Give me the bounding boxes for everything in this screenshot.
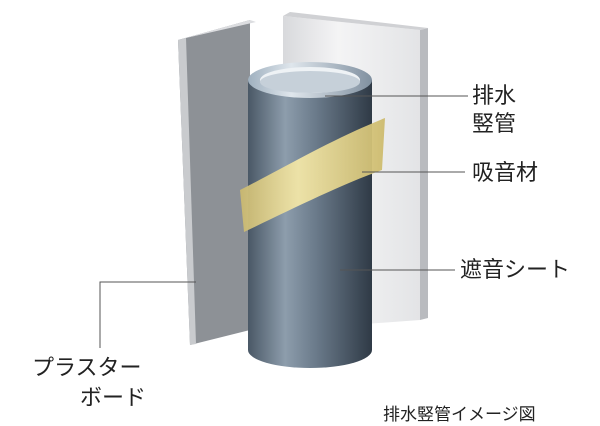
- label-sound-absorber: 吸音材: [472, 161, 539, 186]
- plaster-board-left: [178, 20, 256, 345]
- label-plaster-board-line1: プラスター: [32, 356, 142, 381]
- caption: 排水竪管イメージ図: [383, 405, 536, 425]
- leader-lines: [99, 95, 468, 348]
- sound-absorber-band: [240, 118, 385, 232]
- label-sound-insulation-sheet: 遮音シート: [460, 258, 571, 283]
- label-drain-pipe-line2: 竪管: [472, 112, 517, 137]
- label-plaster-board-line2: ボード: [80, 386, 147, 411]
- label-drain-pipe-line1: 排水: [472, 84, 517, 109]
